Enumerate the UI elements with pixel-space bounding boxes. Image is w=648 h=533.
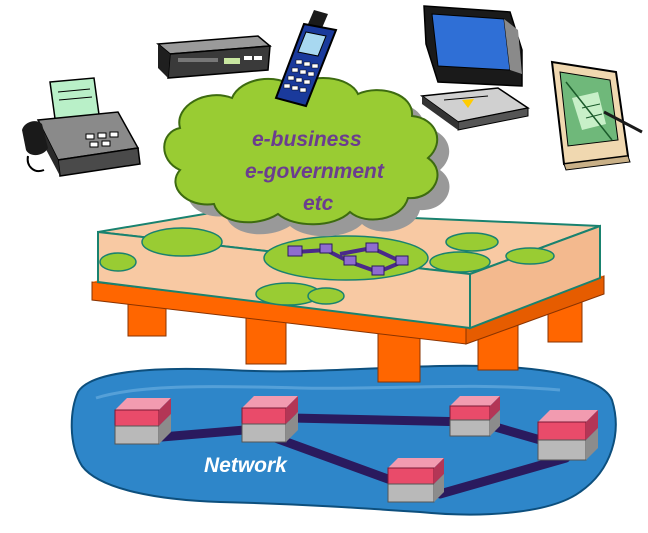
- service-ellipse: [505, 247, 555, 265]
- mini-network-nodes: [287, 242, 409, 276]
- network-node: [241, 396, 298, 443]
- network-node: [387, 458, 444, 503]
- mini-node: [287, 245, 303, 257]
- mobile-phone-icon: [274, 10, 338, 108]
- mini-node: [343, 255, 357, 266]
- service-ellipse: [429, 251, 491, 273]
- computer-icon: [419, 5, 530, 131]
- service-ellipse: [141, 227, 223, 257]
- network-water-highlight: [95, 384, 561, 400]
- mini-node: [319, 243, 333, 254]
- mini-node: [371, 265, 385, 276]
- cloud-line-2: e-government: [245, 160, 385, 183]
- network-node: [537, 410, 598, 461]
- network-link: [287, 413, 477, 427]
- pda-icon: [550, 60, 643, 171]
- fax-icon: [22, 77, 141, 177]
- platform-layer: [97, 208, 601, 330]
- mini-node: [395, 255, 409, 266]
- network-label: Network: [204, 454, 288, 477]
- service-ellipse: [445, 232, 499, 252]
- application-cloud: e-business e-government etc: [163, 77, 450, 237]
- network-link: [435, 453, 571, 499]
- service-ellipse: [99, 252, 137, 272]
- cloud-line-3: etc: [303, 192, 334, 215]
- layer-right: [469, 224, 601, 330]
- base-leg: [377, 329, 421, 383]
- network-node: [449, 396, 500, 437]
- network-area: Network: [70, 364, 617, 516]
- vcr-icon: [156, 35, 272, 79]
- cloud-line-1: e-business: [252, 128, 362, 151]
- service-ellipse: [307, 287, 345, 305]
- network-node: [114, 398, 171, 445]
- mini-node: [365, 242, 379, 253]
